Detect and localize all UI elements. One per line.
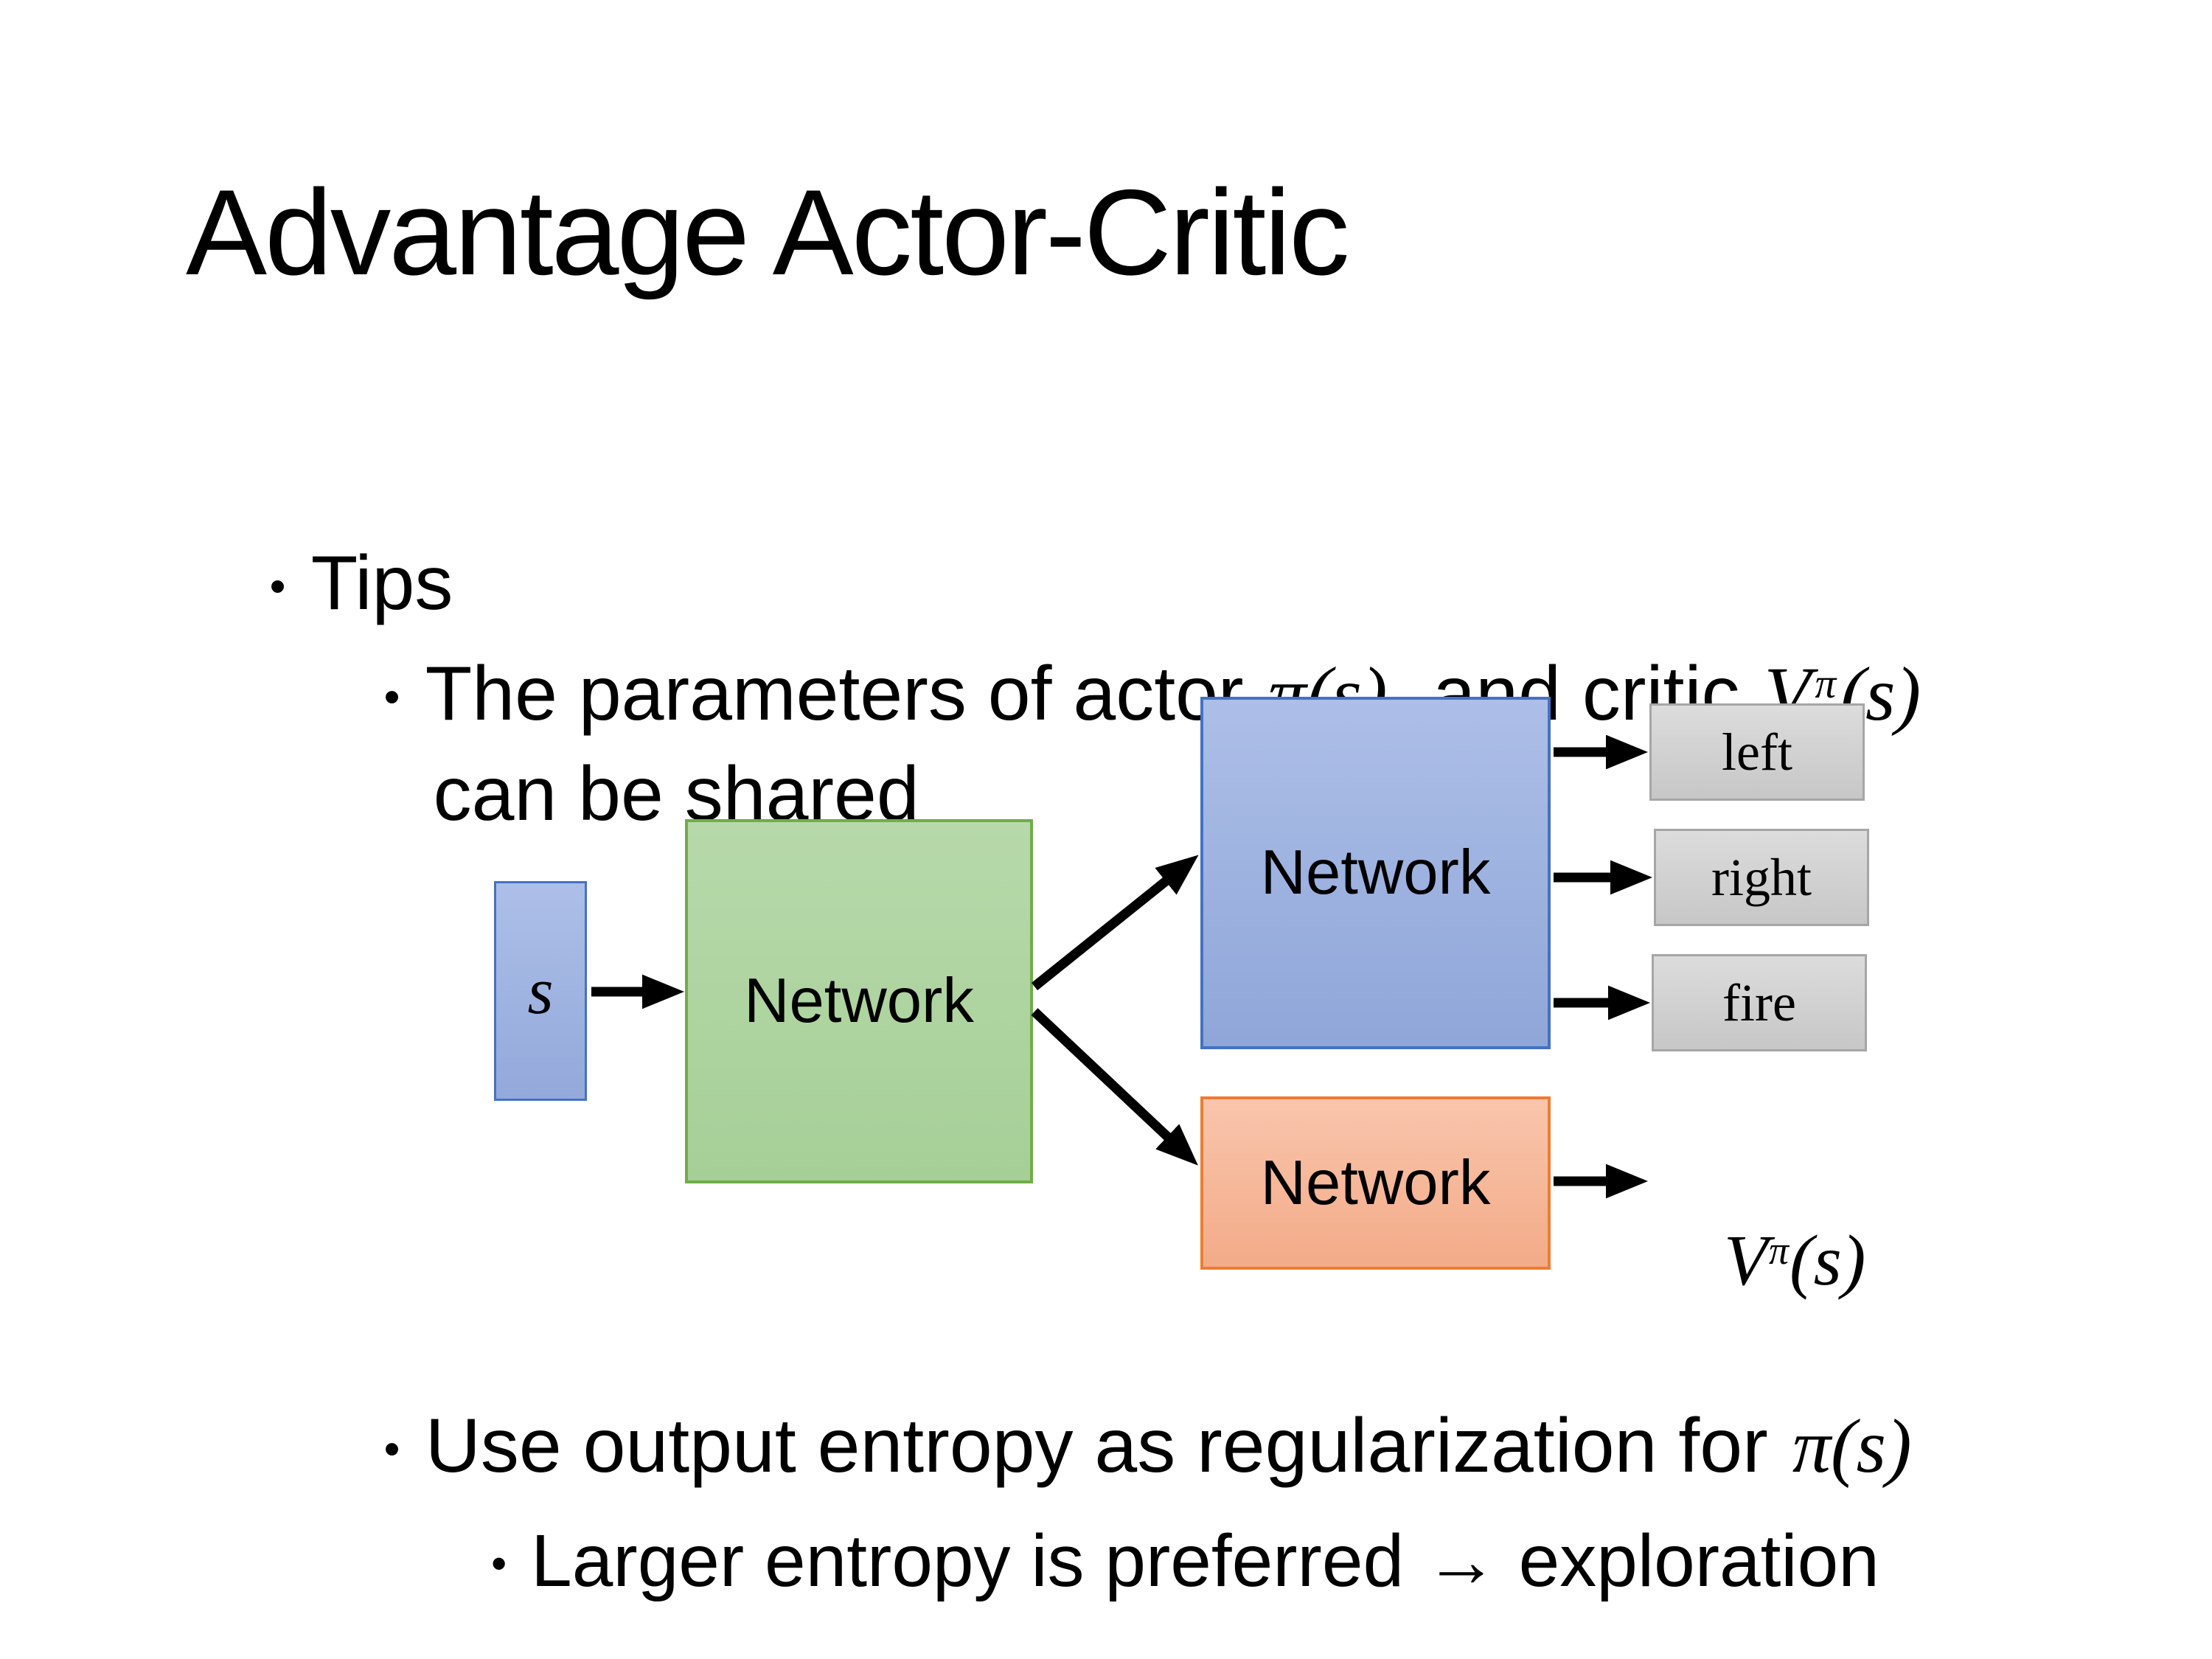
action-output-label-left: left [1722, 722, 1792, 782]
action-output-box-right: right [1654, 829, 1869, 926]
arrow-shared-to-actor [1031, 855, 1199, 991]
state-input-box: s [494, 881, 587, 1101]
tips-text: Tips [310, 540, 453, 626]
critic-network-label: Network [1260, 1147, 1491, 1218]
action-output-label-right: right [1711, 847, 1812, 907]
critic-network-box: Network [1200, 1096, 1551, 1270]
action-output-box-left: left [1649, 703, 1865, 801]
value-v-base: V [1724, 1221, 1768, 1301]
action-output-label-fire: fire [1722, 973, 1796, 1032]
shared-network-label: Network [744, 966, 974, 1036]
actor-network-label: Network [1260, 838, 1491, 908]
value-function-formula: Vπ(s) [1652, 1137, 1865, 1385]
bullet-icon: • [383, 671, 400, 723]
bullet-line-tips: • Tips [184, 451, 453, 716]
state-input-label: s [527, 954, 554, 1028]
bullet-line-entropy: • Use output entropy as regularization fo… [299, 1314, 1915, 1579]
entropy-text-before: Use output entropy as regularization for [425, 1402, 1790, 1489]
bullet-line-larger-entropy: • Larger entropy is preferred → explorati… [409, 1434, 1879, 1659]
bullet-icon: • [383, 1423, 400, 1475]
actor-network-box: Network [1200, 697, 1551, 1049]
larger-entropy-text: Larger entropy is preferred → exploratio… [531, 1520, 1879, 1602]
slide-title: Advantage Actor-Critic [186, 164, 1350, 300]
bullet-icon: • [269, 560, 286, 612]
bullet-icon: • [491, 1539, 507, 1589]
arrow-shared-to-critic [1031, 1008, 1198, 1166]
entropy-pi-formula: π(s) [1792, 1403, 1912, 1489]
critic-v-superscript: π [1815, 660, 1837, 707]
shared-network-box: Network [685, 819, 1033, 1183]
value-v-superscript: π [1768, 1228, 1789, 1273]
action-output-box-fire: fire [1652, 954, 1867, 1051]
value-v-args: (s) [1790, 1221, 1866, 1301]
